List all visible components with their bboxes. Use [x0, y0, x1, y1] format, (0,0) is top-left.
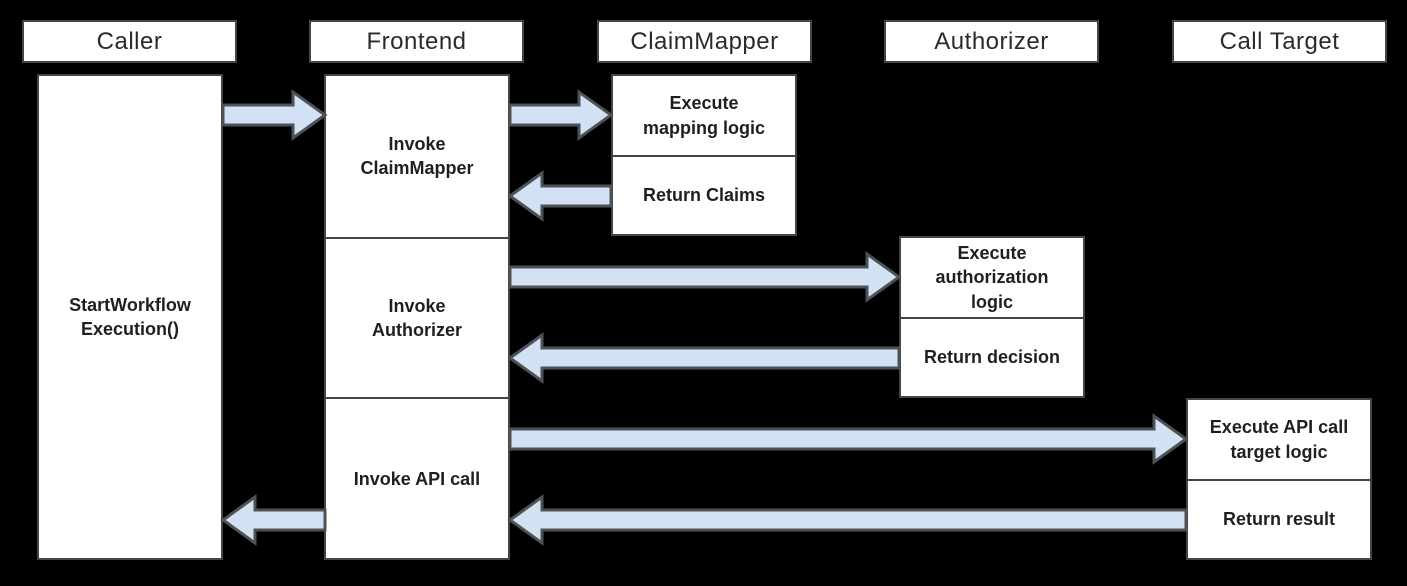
arrow-authorizer-to-frontend-icon	[507, 332, 901, 384]
return-decision-box: Return decision	[901, 317, 1083, 396]
return-result-box: Return result	[1188, 479, 1370, 558]
call-target-lane-body: Execute API call target logic Return res…	[1186, 398, 1372, 560]
lane-header-frontend: Frontend	[309, 20, 524, 63]
execute-authorization-logic-box: Execute authorization logic	[935, 243, 1049, 312]
arrow-frontend-to-authorizer-icon	[508, 251, 902, 303]
caller-lane-body: StartWorkflow Execution()	[37, 74, 223, 560]
frontend-lane-body: Invoke ClaimMapper Invoke Authorizer Inv…	[324, 74, 510, 560]
lane-header-call-target: Call Target	[1172, 20, 1387, 63]
lane-header-claimmapper: ClaimMapper	[597, 20, 812, 63]
lane-header-authorizer: Authorizer	[884, 20, 1099, 63]
invoke-authorizer-box: Invoke Authorizer	[326, 236, 508, 398]
arrow-caller-to-frontend-icon	[221, 89, 328, 141]
arrow-frontend-to-caller-icon	[220, 494, 327, 546]
return-claims-box: Return Claims	[613, 155, 795, 234]
invoke-claimmapper-box: Invoke ClaimMapper	[360, 134, 474, 179]
lane-header-caller: Caller	[22, 20, 237, 63]
invoke-api-call-box: Invoke API call	[326, 397, 508, 558]
execute-mapping-logic-box: Execute mapping logic	[642, 93, 765, 138]
start-workflow-execution-box: StartWorkflow Execution()	[69, 294, 191, 339]
arrow-calltarget-to-frontend-icon	[507, 494, 1188, 546]
arrow-frontend-to-calltarget-icon	[508, 413, 1189, 465]
arrow-frontend-to-claimmapper-icon	[508, 89, 614, 141]
arrow-claimmapper-to-frontend-icon	[507, 170, 613, 222]
claimmapper-lane-body: Execute mapping logic Return Claims	[611, 74, 797, 236]
execute-api-call-target-logic-box: Execute API call target logic	[1209, 417, 1349, 462]
authorizer-lane-body: Execute authorization logic Return decis…	[899, 236, 1085, 398]
